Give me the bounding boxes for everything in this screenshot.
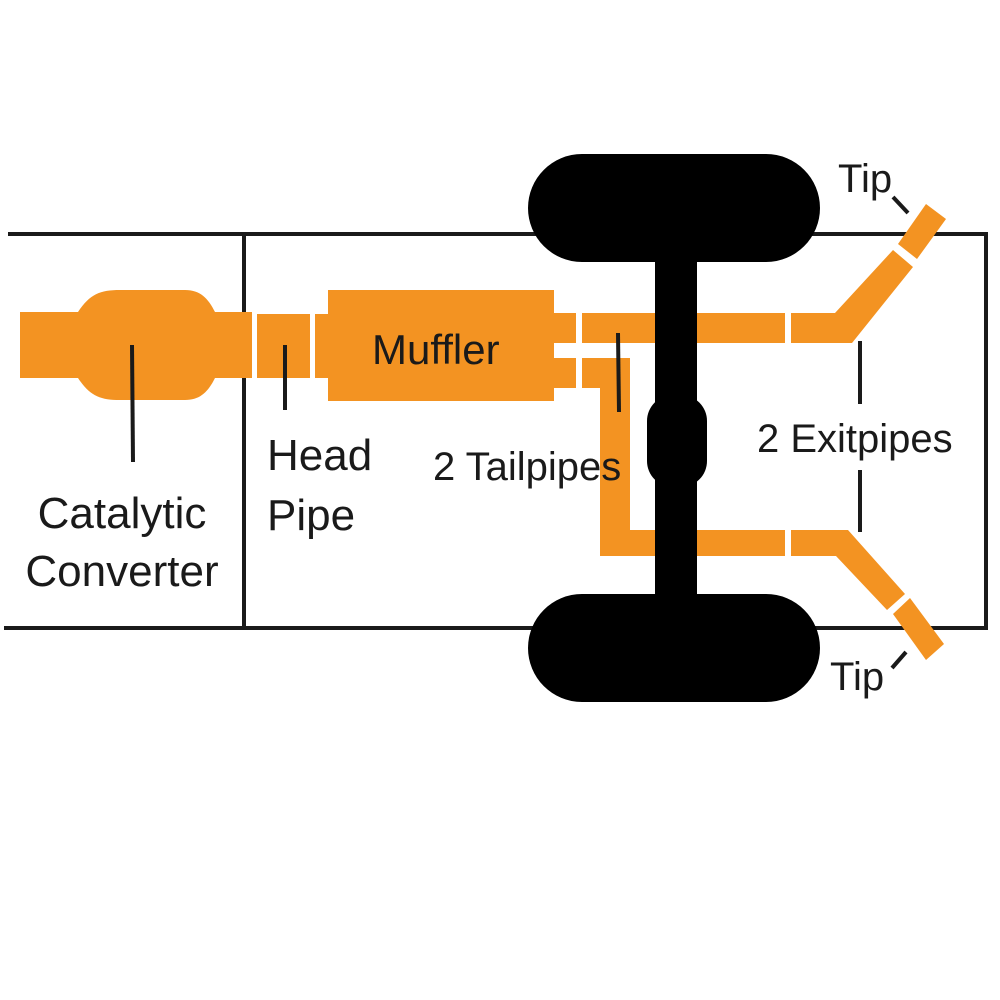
leader-lines xyxy=(130,195,910,670)
leader-tip-top xyxy=(891,195,910,215)
exitpipe-lower xyxy=(791,530,905,610)
label-tip-bottom: Tip xyxy=(830,655,884,699)
tailpipe-lower xyxy=(582,358,785,556)
label-tip-top: Tip xyxy=(838,157,892,201)
tip-lower xyxy=(893,598,944,660)
exhaust-pipes xyxy=(20,204,946,660)
label-exitpipes: 2 Exitpipes xyxy=(757,417,953,461)
muffler-outlet-lower xyxy=(554,358,576,388)
muffler xyxy=(328,290,554,401)
muffler-outlet-upper xyxy=(554,313,576,343)
vehicle-frame xyxy=(4,232,988,630)
label-catalytic-converter-line2: Converter xyxy=(25,547,218,596)
leader-catalytic-converter xyxy=(130,344,135,463)
rear-axle-assembly xyxy=(528,154,820,702)
catalytic-converter xyxy=(20,290,252,400)
label-catalytic-converter-line1: Catalytic xyxy=(38,489,207,538)
label-head-pipe-line1: Head xyxy=(267,431,372,480)
leader-tailpipes xyxy=(616,332,621,413)
tip-upper xyxy=(898,204,946,259)
differential xyxy=(647,395,707,487)
label-tailpipes: 2 Tailpipes xyxy=(433,445,621,489)
muffler-inlet xyxy=(315,314,331,378)
label-muffler: Muffler xyxy=(372,326,500,373)
wheel-top xyxy=(528,154,820,262)
leader-tip-bottom xyxy=(890,650,908,670)
wheel-bottom xyxy=(528,594,820,702)
exitpipe-upper xyxy=(791,250,913,343)
labels: Catalytic Converter Head Pipe Muffler 2 … xyxy=(25,157,952,699)
label-head-pipe-line2: Pipe xyxy=(267,491,355,540)
